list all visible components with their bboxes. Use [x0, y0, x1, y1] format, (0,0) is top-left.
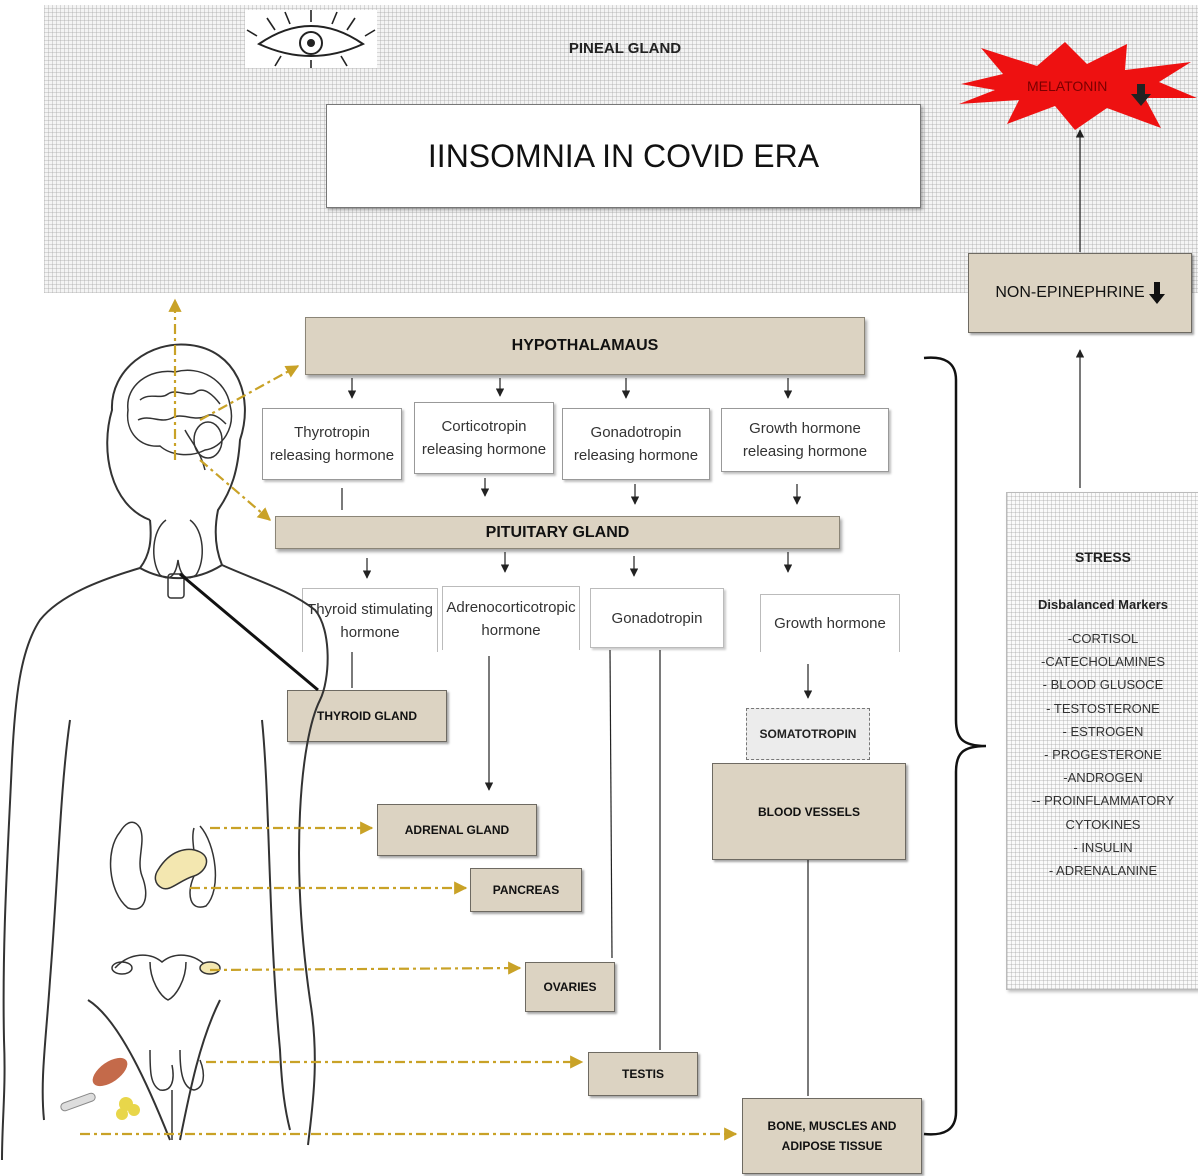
gnrh-box: Gonadotropin releasing hormone [562, 408, 710, 480]
stress-marker: - INSULIN [1073, 839, 1133, 855]
pancreas-box: PANCREAS [470, 868, 582, 912]
stress-marker: -ANDROGEN [1063, 770, 1143, 786]
tsh-box: Thyroid stimulating hormone [302, 588, 438, 652]
brain-illustration [126, 369, 233, 471]
trh-box: Thyrotropin releasing hormone [262, 408, 402, 480]
stress-marker: - PROGESTERONE [1044, 747, 1162, 763]
tissue-illustrations [60, 1057, 140, 1120]
stress-title: STRESS [1074, 549, 1131, 565]
ghrh-box: Growth hormone releasing hormone [721, 408, 889, 472]
uterus-illustration [111, 954, 221, 1001]
stress-marker: - TESTOSTERONE [1046, 700, 1160, 716]
stress-marker: - ADRENALANINE [1048, 863, 1158, 879]
stress-marker: - ESTROGEN [1062, 723, 1144, 739]
down-arrow-icon [1148, 282, 1165, 304]
stress-marker: -- PROINFLAMMATORY [1031, 793, 1175, 809]
melatonin-starburst: MELATONIN [955, 40, 1198, 132]
crh-box: Corticotropin releasing hormone [414, 402, 554, 474]
pineal-gland-label: PINEAL GLAND [568, 39, 682, 57]
testis-box: TESTIS [588, 1052, 698, 1096]
stress-marker: CYTOKINES [1065, 816, 1141, 832]
thyroid-gland-box: THYROID GLAND [287, 690, 447, 742]
stress-marker-list: -CORTISOL -CATECHOLAMINES - BLOOD GLUSOC… [1007, 627, 1198, 882]
thyroid-illustration [153, 519, 203, 599]
stress-marker: -CATECHOLAMINES [1041, 654, 1165, 670]
melatonin-label: MELATONIN [1027, 78, 1108, 94]
testis-illustration [149, 1049, 205, 1140]
ovaries-box: OVARIES [525, 962, 615, 1012]
hypothalamus-box: HYPOTHALAMAUS [305, 317, 865, 375]
gh-box: Growth hormone [760, 594, 900, 652]
blood-vessels-box: BLOOD VESSELS [712, 763, 906, 860]
eye-icon [245, 10, 377, 68]
stress-marker: - BLOOD GLUSOCE [1042, 677, 1164, 693]
stress-subtitle: Disbalanced Markers [1037, 597, 1169, 612]
somatotropin-box: SOMATOTROPIN [746, 708, 870, 760]
kidney-pancreas-illustration [109, 821, 217, 910]
stress-panel: STRESS Disbalanced Markers -CORTISOL -CA… [1006, 492, 1198, 990]
norepinephrine-label: NON-EPINEPHRINE [995, 284, 1145, 301]
adrenal-gland-box: ADRENAL GLAND [377, 804, 537, 856]
gonadotropin-box: Gonadotropin [590, 588, 724, 648]
bone-muscles-box: BONE, MUSCLES AND ADIPOSE TISSUE [742, 1098, 922, 1174]
acth-box: Adrenocorticotropic hormone [442, 586, 580, 650]
page-title: IINSOMNIA IN COVID ERA [326, 104, 921, 208]
pituitary-box: PITUITARY GLAND [275, 516, 840, 549]
stress-marker: -CORTISOL [1067, 631, 1139, 646]
norepinephrine-box: NON-EPINEPHRINE [968, 253, 1192, 333]
